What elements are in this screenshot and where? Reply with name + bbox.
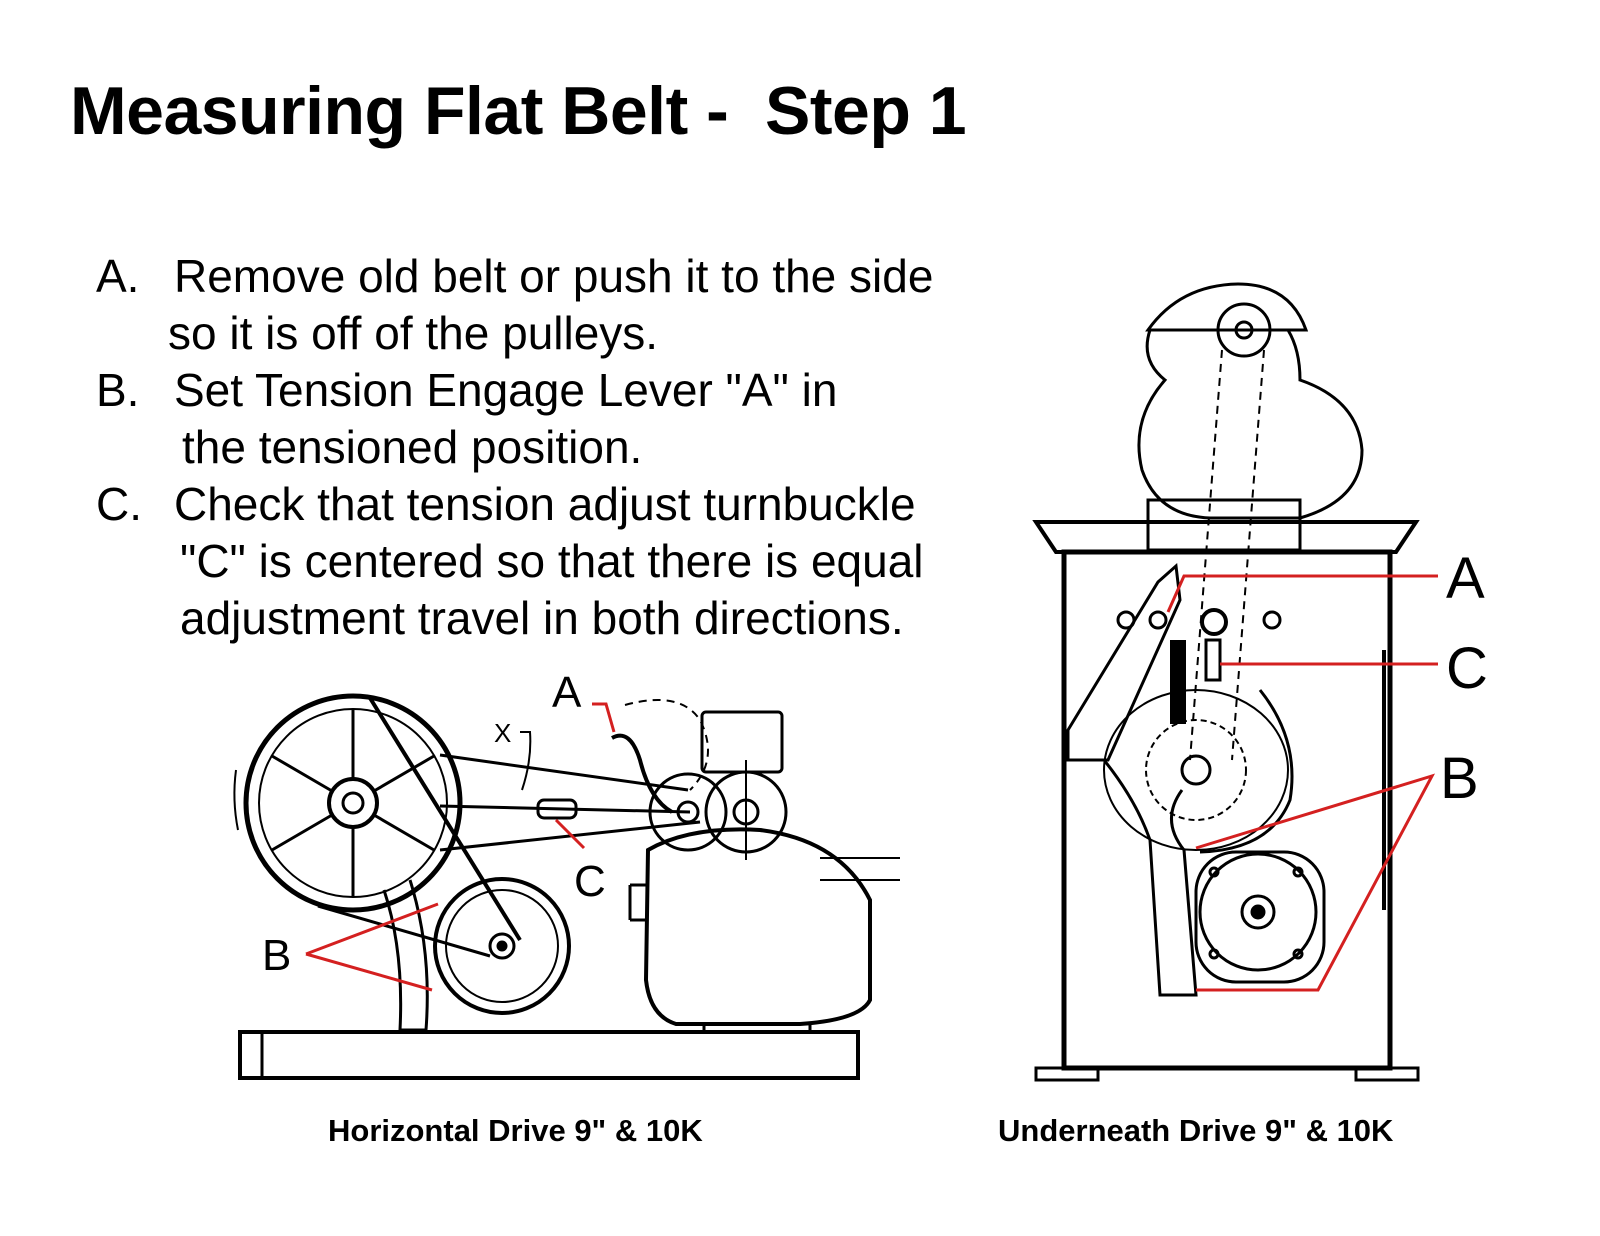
spindle-pulley bbox=[1216, 302, 1272, 358]
horizontal-drive-callouts bbox=[305, 702, 616, 992]
label-c-underneath: C bbox=[1446, 636, 1488, 701]
idler-bracket bbox=[382, 879, 429, 1032]
callout-c-leader bbox=[554, 818, 586, 850]
flat-belt-path bbox=[1199, 689, 1294, 854]
x-indicator-line bbox=[520, 731, 532, 791]
horizontal-drive-illustration bbox=[233, 693, 900, 1080]
motor-pulley-left bbox=[648, 772, 728, 852]
motor-housing bbox=[1194, 850, 1326, 984]
turnbuckle-c bbox=[536, 798, 578, 820]
step-b-letter: B. bbox=[96, 364, 140, 416]
countershaft-pulley-outer bbox=[1103, 689, 1289, 851]
base-rail bbox=[238, 1030, 860, 1080]
step-a-letter: A. bbox=[96, 250, 140, 302]
label-c-horizontal: C bbox=[574, 857, 606, 906]
label-a-underneath: A bbox=[1446, 546, 1485, 611]
swing-arm bbox=[1066, 562, 1182, 762]
label-x-horizontal: X bbox=[494, 718, 511, 748]
flat-belt-lower bbox=[317, 904, 491, 958]
step-c-letter: C. bbox=[96, 478, 142, 530]
tension-lever-a bbox=[611, 733, 674, 814]
step-a-line-1: A. Remove old belt or push it to the side bbox=[96, 248, 933, 305]
headstock-cover bbox=[1145, 282, 1309, 332]
motor-bracket bbox=[1102, 759, 1198, 997]
turnbuckle-c-body bbox=[1204, 638, 1222, 682]
flat-belt-upper bbox=[368, 696, 522, 942]
motor-top-box bbox=[700, 710, 784, 774]
caption-underneath-drive: Underneath Drive 9" & 10K bbox=[998, 1113, 1394, 1148]
idler-pulley bbox=[433, 877, 571, 1015]
headstock-base bbox=[1146, 498, 1302, 552]
underneath-drive-callouts bbox=[1166, 574, 1438, 992]
step-c-text-3: adjustment travel in both directions. bbox=[180, 592, 904, 644]
cabinet-foot-left bbox=[1034, 1066, 1100, 1082]
lever-dashed-position bbox=[624, 699, 709, 791]
page-title: Measuring Flat Belt - Step 1 bbox=[70, 73, 967, 149]
step-a-text-2: so it is off of the pulleys. bbox=[168, 307, 659, 359]
belt-dashed-right bbox=[1231, 349, 1265, 761]
callout-b-leader-lower bbox=[305, 952, 433, 992]
instruction-list: A. Remove old belt or push it to the side… bbox=[96, 248, 933, 647]
motor-face bbox=[1198, 852, 1318, 972]
step-c-text-2: "C" is centered so that there is equal bbox=[180, 535, 924, 587]
turnbuckle-c-spring bbox=[1170, 640, 1186, 724]
underneath-drive-illustration bbox=[1032, 282, 1420, 1082]
label-b-horizontal: B bbox=[262, 931, 291, 980]
label-a-horizontal: A bbox=[552, 668, 582, 717]
belt-dashed-left bbox=[1189, 349, 1223, 761]
v-belt-top bbox=[439, 753, 689, 792]
tension-rod bbox=[439, 804, 691, 814]
callout-b-leader-upper bbox=[305, 902, 439, 956]
headstock-body bbox=[1137, 329, 1364, 520]
callout-b-right-leader bbox=[1195, 773, 1436, 992]
motor-body bbox=[643, 827, 872, 1026]
cabinet-foot-right bbox=[1354, 1066, 1420, 1082]
callout-a-leader bbox=[592, 702, 616, 733]
pivot-a bbox=[1116, 610, 1136, 630]
label-b-underneath: B bbox=[1440, 746, 1479, 811]
step-b-line-1: B. Set Tension Engage Lever "A" in bbox=[96, 362, 933, 419]
callout-a-right-leader bbox=[1166, 574, 1438, 613]
lever-pivot bbox=[1200, 608, 1228, 636]
large-pulley bbox=[233, 693, 463, 913]
step-a-text-1: Remove old belt or push it to the side bbox=[174, 250, 934, 302]
countershaft-hub bbox=[1180, 754, 1212, 786]
countershaft-pulley-dashed bbox=[1145, 719, 1247, 821]
step-b-text-2: the tensioned position. bbox=[182, 421, 643, 473]
step-c-line-1: C. Check that tension adjust turnbuckle bbox=[96, 476, 933, 533]
step-c-text-1: Check that tension adjust turnbuckle bbox=[174, 478, 916, 530]
chip-pan bbox=[1032, 520, 1420, 554]
step-b-text-1: Set Tension Engage Lever "A" in bbox=[174, 364, 838, 416]
caption-horizontal-drive: Horizontal Drive 9" & 10K bbox=[328, 1113, 703, 1148]
